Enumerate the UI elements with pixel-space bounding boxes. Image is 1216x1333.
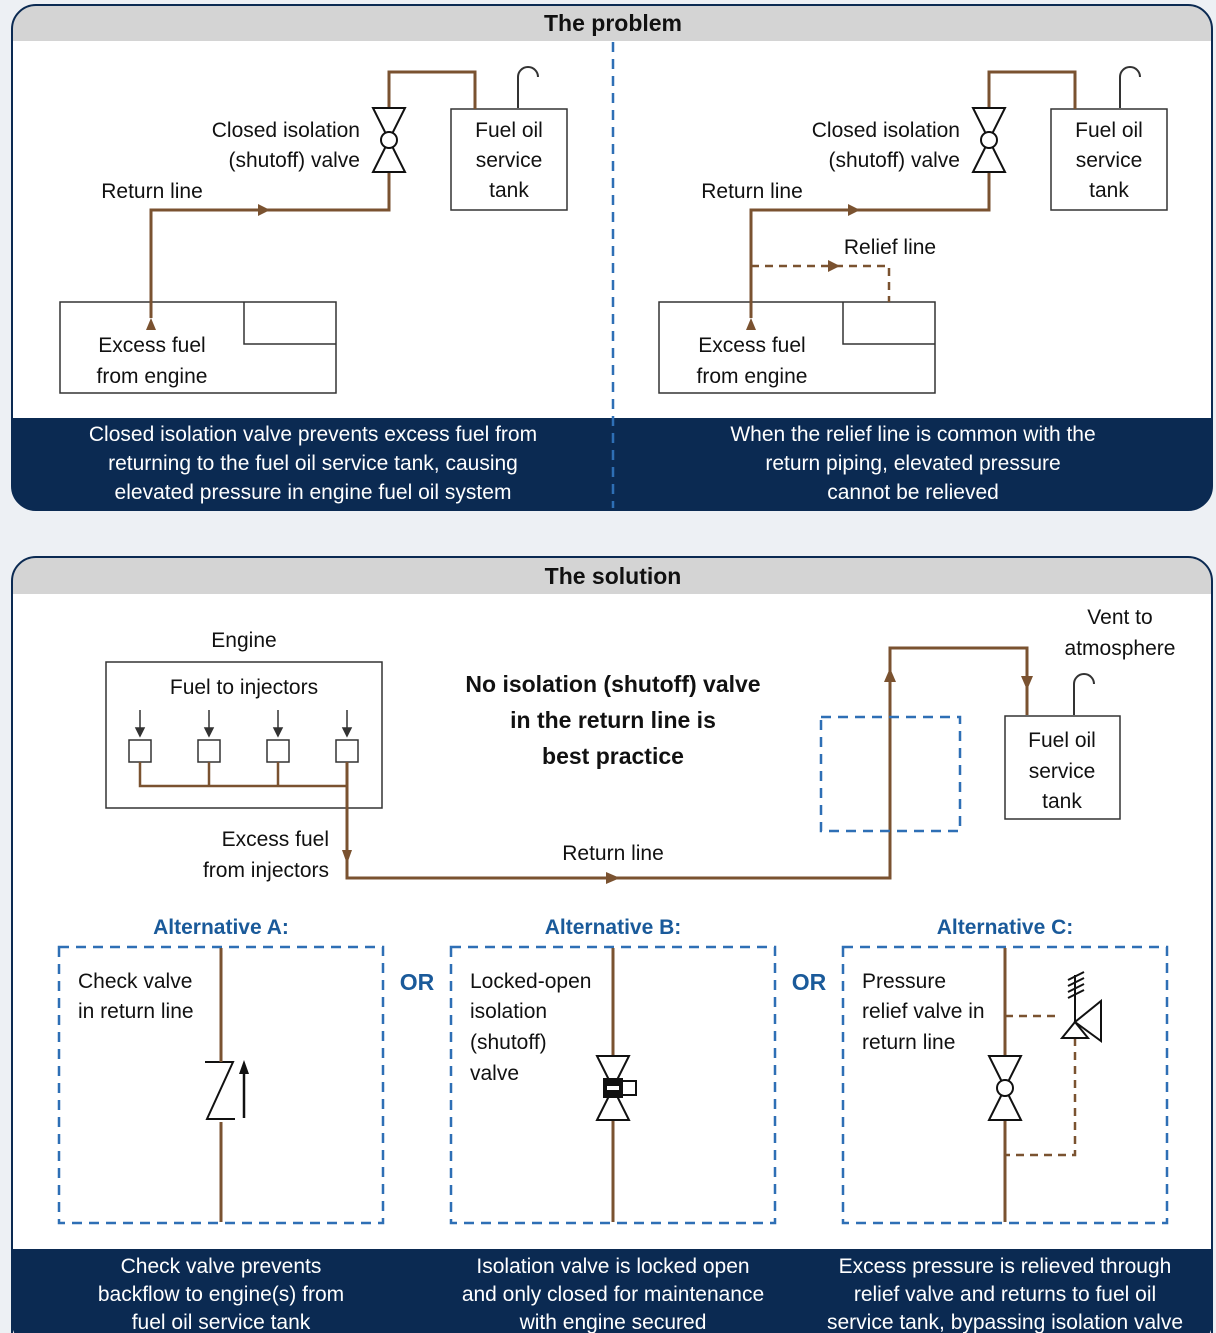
tank-label-3: tank [489, 179, 529, 202]
svg-text:elevated pressure in engine fu: elevated pressure in engine fuel oil sys… [115, 481, 512, 504]
svg-text:relief valve and returns to fu: relief valve and returns to fuel oil [854, 1283, 1156, 1306]
injector-icon [335, 739, 359, 763]
or-label-1: OR [400, 969, 435, 995]
problem-left-diagram: Closed isolation (shutoff) valve Return … [59, 66, 568, 394]
injectors-label: Fuel to injectors [170, 676, 318, 699]
svg-text:backflow to engine(s) from: backflow to engine(s) from [98, 1283, 344, 1306]
flow-arrow-icon [239, 1060, 249, 1074]
svg-text:Closed isolation: Closed isolation [812, 119, 960, 142]
svg-text:When the relief line is common: When the relief line is common with the [730, 423, 1095, 446]
pressure-relief-valve-icon [1059, 971, 1102, 1043]
return-line-label: Return line [562, 842, 664, 865]
svg-text:(shutoff): (shutoff) [470, 1031, 547, 1054]
svg-text:Check valve: Check valve [78, 970, 192, 993]
return-line-label: Return line [101, 180, 203, 203]
excess-fuel-label-1: Excess fuel [222, 828, 329, 851]
tank-vent [517, 66, 539, 108]
injector-icon [197, 739, 221, 763]
svg-text:Fuel oil: Fuel oil [1075, 119, 1143, 142]
tank-vent [1073, 673, 1095, 715]
vent-label-2: atmosphere [1065, 637, 1176, 660]
excess-fuel-label-2: from injectors [203, 859, 329, 882]
svg-text:Pressure: Pressure [862, 970, 946, 993]
svg-text:returning to the fuel oil serv: returning to the fuel oil service tank, … [108, 452, 518, 475]
tank-label-1: Fuel oil [475, 119, 543, 142]
svg-text:Closed isolation valve prevent: Closed isolation valve prevents excess f… [89, 423, 537, 446]
injector-icon [266, 739, 290, 763]
engine-label-2: from engine [97, 365, 208, 388]
svg-text:Check valve prevents: Check valve prevents [121, 1255, 322, 1278]
svg-text:Excess fuel: Excess fuel [698, 334, 805, 357]
locked-open-valve-icon [595, 1055, 637, 1121]
alternative-c-title: Alternative C: [937, 916, 1074, 939]
svg-text:return piping, elevated pressu: return piping, elevated pressure [765, 452, 1060, 475]
return-pipe [749, 173, 991, 318]
best-practice-line1: No isolation (shutoff) valve [465, 671, 760, 697]
svg-text:and only closed for maintenanc: and only closed for maintenance [462, 1283, 764, 1306]
fuel-tank-box [450, 108, 568, 211]
problem-left-caption: Closed isolation valve prevents excess f… [89, 423, 537, 504]
vent-label-1: Vent to [1087, 606, 1152, 629]
valve-label-line2: (shutoff) valve [228, 149, 360, 172]
engine-box [59, 301, 337, 394]
svg-text:from engine: from engine [697, 365, 808, 388]
engine-box [105, 661, 383, 809]
svg-text:cannot be relieved: cannot be relieved [827, 481, 999, 504]
svg-text:in return line: in return line [78, 1000, 194, 1023]
closed-valve-icon [987, 1055, 1023, 1121]
alternative-c: Alternative C: Pressure relief valve in … [827, 916, 1183, 1333]
engine-box [658, 301, 936, 394]
alternative-a-title: Alternative A: [153, 916, 289, 939]
svg-text:Excess pressure is relieved th: Excess pressure is relieved through [839, 1255, 1172, 1278]
relief-bypass-dashed [1005, 1038, 1077, 1157]
closed-valve-icon [971, 107, 1007, 173]
engine-label-1: Excess fuel [98, 334, 205, 357]
problem-right-caption: When the relief line is common with the … [730, 423, 1095, 504]
injector-icon [128, 739, 152, 763]
svg-text:service tank, bypassing isolat: service tank, bypassing isolation valve [827, 1311, 1183, 1333]
svg-text:tank: tank [1042, 790, 1082, 813]
svg-text:isolation: isolation [470, 1000, 547, 1023]
svg-text:Isolation valve is locked open: Isolation valve is locked open [476, 1255, 749, 1278]
fuel-tank-box [1004, 715, 1121, 820]
alternative-b: Alternative B: Locked-open isolation (sh… [449, 916, 777, 1333]
svg-text:tank: tank [1089, 179, 1129, 202]
valve-label-line1: Closed isolation [212, 119, 360, 142]
engine-injectors: Engine Fuel to injectors [105, 629, 383, 809]
check-valve-icon [205, 1061, 235, 1120]
relief-line-label: Relief line [844, 236, 936, 259]
alternative-location-box [819, 715, 962, 833]
svg-text:service: service [1029, 760, 1096, 783]
svg-text:service: service [1076, 149, 1143, 172]
return-line-label: Return line [701, 180, 803, 203]
svg-text:relief valve in: relief valve in [862, 1000, 985, 1023]
tank-vent [1119, 66, 1141, 108]
solution-header: The solution [545, 563, 682, 589]
or-label-2: OR [792, 969, 827, 995]
tank-label-2: service [476, 149, 543, 172]
svg-text:Fuel oil: Fuel oil [1028, 729, 1096, 752]
alternative-b-title: Alternative B: [545, 916, 682, 939]
fuel-tank-box [1050, 108, 1168, 211]
svg-text:fuel oil service tank: fuel oil service tank [132, 1311, 311, 1333]
svg-text:Locked-open: Locked-open [470, 970, 591, 993]
svg-text:with engine secured: with engine secured [519, 1311, 707, 1333]
alternative-a: Alternative A: Check valve in return lin… [57, 916, 385, 1333]
engine-label: Engine [211, 629, 276, 652]
svg-text:(shutoff) valve: (shutoff) valve [828, 149, 960, 172]
problem-header: The problem [544, 10, 682, 36]
relief-line-dashed [751, 264, 891, 302]
closed-valve-icon [371, 107, 407, 173]
svg-text:return line: return line [862, 1031, 955, 1054]
svg-text:valve: valve [470, 1062, 519, 1085]
best-practice-line3: best practice [542, 743, 684, 769]
problem-right-diagram: Closed isolation (shutoff) valve Return … [658, 66, 1168, 394]
best-practice-line2: in the return line is [510, 707, 716, 733]
